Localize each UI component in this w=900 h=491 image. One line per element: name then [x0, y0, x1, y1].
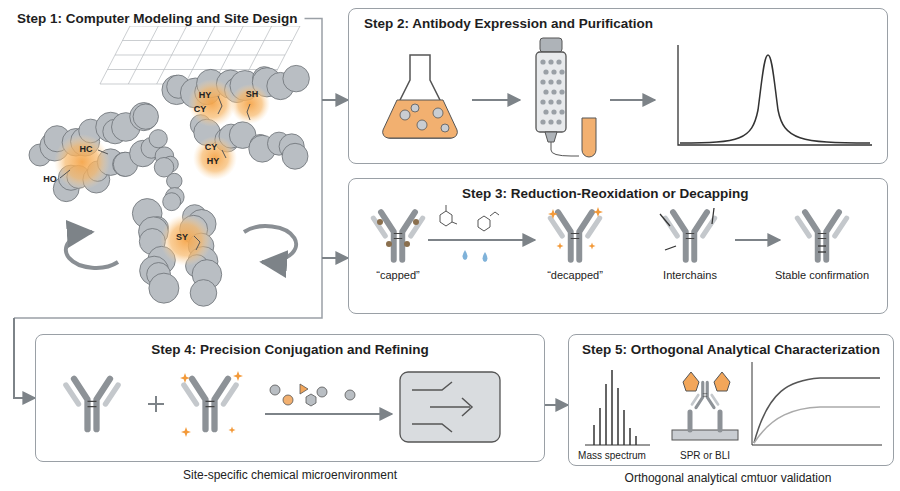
step-title: Step 5: Orthogonal Analytical Characteri…: [579, 342, 883, 357]
flow-arrow: [14, 318, 35, 398]
figure-caption: Stable confirmation: [775, 269, 869, 281]
figure-caption: Site-specific chemical microenvironment: [183, 469, 397, 482]
figure-caption: Interchains: [663, 269, 717, 281]
step-frame: [14, 19, 322, 319]
figure-caption: Mass spectrum: [578, 450, 646, 461]
step-panel: Step 3: Reduction-Reoxidation or Decappi…: [348, 178, 888, 314]
flow-arrow: [322, 99, 348, 101]
step-panel: Step 5: Orthogonal Analytical Characteri…: [568, 334, 894, 466]
step-panel: Step 2: Antibody Expression and Purifica…: [348, 8, 888, 164]
figure-caption: “decapped”: [547, 269, 603, 281]
step-title: Step 3: Reduction-Reoxidation or Decappi…: [459, 186, 752, 201]
residue-label: HY: [199, 91, 212, 101]
residue-label: HC: [80, 145, 93, 155]
residue-label: SH: [246, 90, 259, 100]
figure-caption: Orthogonal analytical cmtuor validation: [625, 472, 832, 485]
step-panel: Step 1: Computer Modeling and Site Desig…: [8, 4, 322, 318]
step-title: Step 1: Computer Modeling and Site Desig…: [14, 11, 301, 26]
step-title: Step 4: Precision Conjugation and Refini…: [148, 342, 432, 357]
residue-label: HY: [207, 157, 220, 167]
flow-arrow: [322, 257, 348, 259]
residue-label: HO: [43, 175, 57, 185]
step-panel: Step 4: Precision Conjugation and Refini…: [35, 334, 545, 462]
residue-label: CY: [194, 105, 207, 115]
residue-label: CY: [205, 143, 218, 153]
flow-arrow: [545, 404, 568, 406]
step-title: Step 2: Antibody Expression and Purifica…: [361, 16, 656, 31]
residue-label: SY: [176, 233, 188, 243]
figure-caption: “capped”: [376, 269, 419, 281]
figure-caption: SPR or BLI: [680, 450, 730, 461]
